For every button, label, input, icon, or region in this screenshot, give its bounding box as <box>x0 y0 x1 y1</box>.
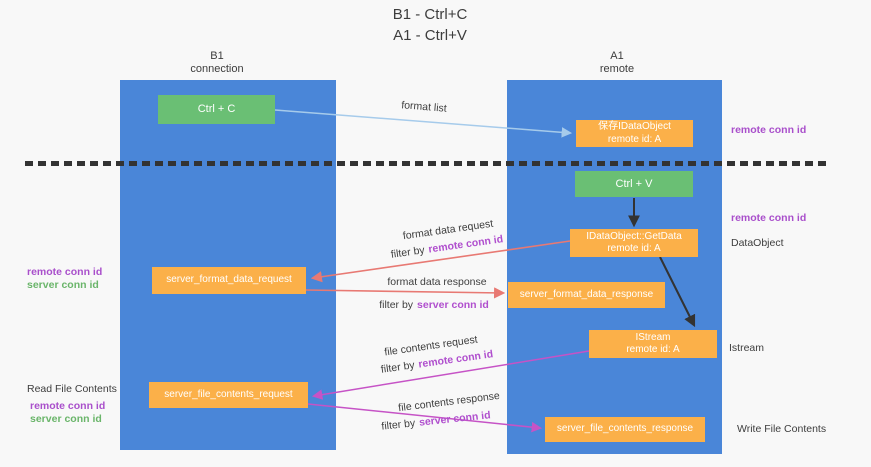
column-header-b1: B1 connection <box>147 50 287 76</box>
idataobject-getdata-box: IDataObject::GetData remote id: A <box>570 229 698 257</box>
server-format-data-response-box: server_format_data_response <box>508 282 665 308</box>
column-header-a1: A1 remote <box>547 50 687 76</box>
remote-conn-id-label-left-file: remote conn id <box>30 400 106 412</box>
istream-side-label: Istream <box>729 342 765 354</box>
server-file-contents-request-box: server_file_contents_request <box>149 382 308 408</box>
getdata-line1: IDataObject::GetData <box>586 230 682 242</box>
save-idataobject-line1: 保存IDataObject <box>598 121 671 132</box>
filter-by-text: filter by <box>379 299 414 311</box>
dataobject-label: DataObject <box>731 237 784 249</box>
server-conn-id-label-left-format: server conn id <box>27 279 99 291</box>
format-list-label: format list <box>400 99 448 115</box>
column-b1-name: B1 <box>210 50 224 62</box>
save-idataobject-box: 保存IDataObject remote id: A <box>576 120 693 147</box>
istream-line2: remote id: A <box>626 344 680 355</box>
save-idataobject-line2: remote id: A <box>607 133 662 145</box>
getdata-line2: remote id: A <box>607 243 661 254</box>
ctrl-v-label: Ctrl + V <box>615 177 653 190</box>
server-file-contents-response-box: server_file_contents_response <box>545 417 705 442</box>
server-format-data-request-label: server_format_data_request <box>166 274 292 286</box>
column-a1-role: remote <box>599 63 635 75</box>
server-format-data-request-box: server_format_data_request <box>152 267 306 294</box>
filter-by-text: filter by <box>380 417 416 433</box>
ctrl-c-label: Ctrl + C <box>197 103 236 116</box>
server-file-contents-response-label: server_file_contents_response <box>556 423 694 435</box>
server-conn-id-highlight: server conn id <box>417 299 489 311</box>
remote-conn-id-label-top: remote conn id <box>731 124 807 136</box>
format-data-response-label: format data response <box>387 276 487 288</box>
remote-conn-id-label-mid: remote conn id <box>731 212 807 224</box>
column-a1-name: A1 <box>610 50 624 62</box>
machine-boundary-dashed-line <box>25 161 831 166</box>
istream-line1: IStream <box>635 331 671 343</box>
server-file-contents-request-label: server_file_contents_request <box>164 388 293 400</box>
istream-box: IStream remote id: A <box>589 330 717 358</box>
server-conn-id-highlight: server conn id <box>418 409 492 429</box>
ctrl-v-box: Ctrl + V <box>575 171 693 197</box>
title-line-2: A1 - Ctrl+V <box>393 27 467 44</box>
ctrl-c-box: Ctrl + C <box>158 95 275 124</box>
column-b1-role: connection <box>190 63 244 75</box>
diagram-title: B1 - Ctrl+C A1 - Ctrl+V <box>300 4 560 46</box>
title-line-1: B1 - Ctrl+C <box>392 6 468 23</box>
write-file-contents-label: Write File Contents <box>737 423 827 435</box>
filter-by-text: filter by <box>390 244 426 261</box>
server-format-data-response-label: server_format_data_response <box>519 288 654 300</box>
read-file-contents-label: Read File Contents <box>27 383 117 395</box>
server-conn-id-label-left-file: server conn id <box>30 413 102 425</box>
filter-by-text: filter by <box>380 359 416 376</box>
remote-conn-id-label-left-format: remote conn id <box>27 266 103 278</box>
